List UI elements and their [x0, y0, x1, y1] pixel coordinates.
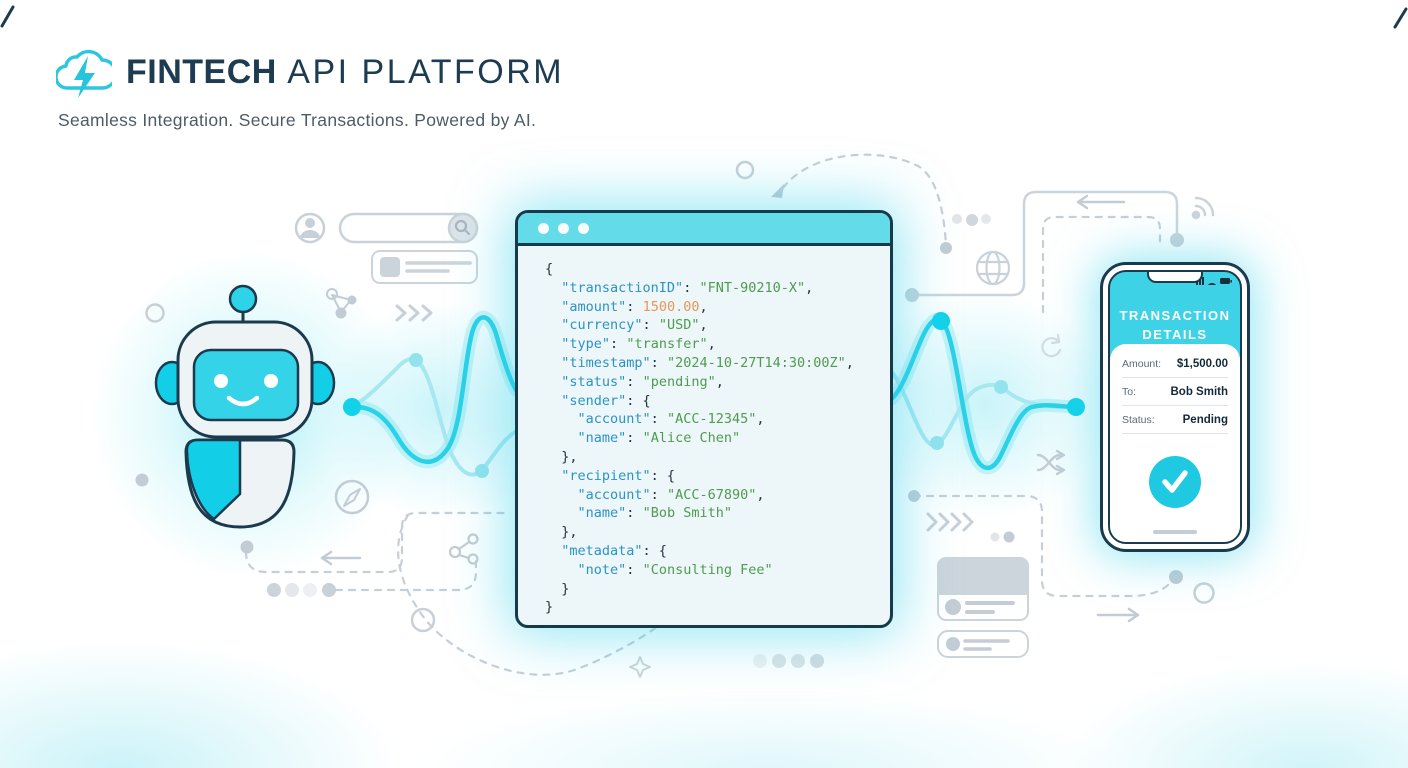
row-value: Pending [1182, 413, 1228, 426]
wifi-icon [1208, 283, 1216, 285]
dot-decorations [135, 214, 1183, 668]
list-card-mockup [937, 557, 1029, 658]
row-label: To: [1122, 385, 1137, 398]
compass-icon [334, 479, 370, 515]
robot-eye [214, 374, 228, 388]
robot-eye [264, 374, 278, 388]
code-window: { "transactionID": "FNT-90210-X", "amoun… [515, 210, 893, 628]
search-bar-mockup [338, 212, 479, 244]
header: FINTECH API PLATFORM Seamless Integratio… [56, 42, 564, 131]
checkmark-icon [1149, 456, 1201, 508]
solid-connector [905, 190, 1184, 302]
cloud-lightning-icon [56, 49, 112, 98]
refresh-icon [1041, 333, 1062, 358]
transaction-row-status: Status: Pending [1122, 406, 1228, 434]
robot-antenna-icon [228, 284, 258, 314]
window-titlebar [518, 213, 890, 246]
corner-mark-icon [1393, 7, 1408, 29]
globe-icon [975, 250, 1011, 286]
robot-smile [226, 395, 260, 407]
dashed-arrowhead-icon [771, 184, 784, 198]
arrow-left-icon [320, 550, 362, 566]
phone-header-title: TRANSACTION DETAILS [1110, 306, 1240, 344]
chevrons-right-icon [395, 304, 433, 322]
rss-signal-icon [1191, 196, 1215, 220]
home-indicator [1153, 530, 1197, 534]
robot-face-screen [192, 348, 300, 422]
arrow-left-icon [1076, 194, 1126, 210]
status-bar-icons [1196, 277, 1232, 285]
share-icon [448, 533, 479, 565]
signal-icon [1196, 281, 1198, 285]
ai-robot-mascot [154, 284, 336, 529]
circle-decoration [735, 160, 755, 180]
phone-title-line1: TRANSACTION [1119, 308, 1231, 323]
phone-title-line2: DETAILS [1142, 327, 1208, 342]
window-dot-icon [578, 222, 589, 234]
phone-mockup: TRANSACTION DETAILS Amount: $1,500.00 To… [1100, 262, 1250, 552]
phone-notch-icon [1147, 272, 1203, 283]
user-avatar-icon [294, 212, 326, 244]
window-dot-icon [538, 222, 549, 234]
row-value: Bob Smith [1170, 385, 1229, 398]
circle-decoration [410, 607, 436, 633]
brand-regular: API PLATFORM [287, 52, 565, 91]
data-waveform [883, 312, 1085, 475]
sparkle-icon [629, 656, 651, 678]
arrow-right-icon [1096, 607, 1140, 623]
circle-decoration [1193, 582, 1215, 604]
window-dot-icon [558, 222, 569, 234]
robot-body-panel [185, 438, 242, 521]
row-value: $1,500.00 [1176, 357, 1228, 370]
battery-icon [1220, 278, 1230, 284]
row-label: Status: [1122, 413, 1155, 426]
chevrons-right-icon [926, 512, 974, 532]
transaction-card: Amount: $1,500.00 To: Bob Smith Status: … [1110, 344, 1240, 542]
page-title: FINTECH API PLATFORM [126, 53, 564, 92]
magnifier-icon [454, 219, 471, 236]
brand-bold: FINTECH [126, 52, 277, 91]
row-label: Amount: [1122, 357, 1162, 370]
json-code: { "transactionID": "FNT-90210-X", "amoun… [545, 261, 854, 616]
molecule-icon [326, 288, 357, 319]
shuffle-icon [1036, 449, 1066, 476]
data-waveform [343, 310, 523, 478]
corner-mark-icon [0, 5, 15, 28]
transaction-row-amount: Amount: $1,500.00 [1122, 350, 1228, 378]
ui-card-mockup [371, 250, 478, 284]
dashed-connector [244, 153, 1172, 676]
circle-decoration [145, 303, 165, 323]
tagline: Seamless Integration. Secure Transaction… [58, 110, 537, 130]
phone-screen: TRANSACTION DETAILS Amount: $1,500.00 To… [1108, 270, 1242, 544]
transaction-row-recipient: To: Bob Smith [1122, 378, 1228, 406]
